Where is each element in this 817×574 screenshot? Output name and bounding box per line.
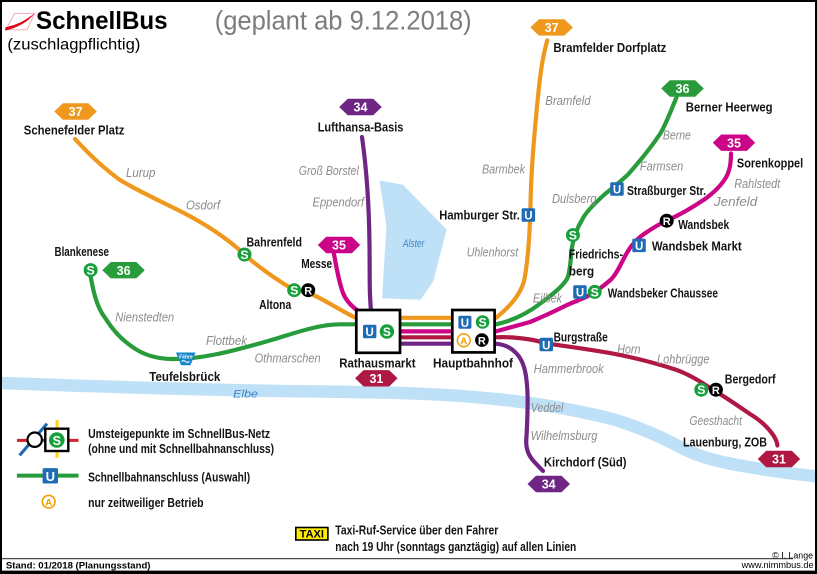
svg-text:Osdorf: Osdorf: [186, 199, 221, 213]
svg-text:S: S: [240, 248, 248, 262]
svg-text:(zuschlagpflichtig): (zuschlagpflichtig): [7, 37, 140, 54]
svg-text:Lohbrügge: Lohbrügge: [657, 352, 710, 366]
svg-text:A: A: [460, 336, 467, 347]
svg-text:Fähre: Fähre: [179, 355, 193, 361]
svg-text:Umsteigepunkte im SchnellBus-N: Umsteigepunkte im SchnellBus-Netz: [88, 427, 270, 441]
svg-text:Burgstraße: Burgstraße: [554, 331, 608, 345]
svg-text:R: R: [663, 216, 671, 228]
svg-text:Blankenese: Blankenese: [55, 245, 110, 259]
svg-text:SchnellBus: SchnellBus: [36, 7, 168, 35]
svg-text:Dulsberg: Dulsberg: [552, 192, 597, 206]
svg-text:34: 34: [542, 478, 556, 492]
svg-text:nur zeitweiliger Betrieb: nur zeitweiliger Betrieb: [88, 496, 204, 510]
svg-text:Schenefelder Platz: Schenefelder Platz: [24, 124, 125, 138]
svg-text:Rathausmarkt: Rathausmarkt: [339, 356, 416, 370]
svg-text:Hammerbrook: Hammerbrook: [534, 362, 604, 376]
svg-text:Eppendorf: Eppendorf: [313, 195, 366, 209]
svg-text:Sorenkoppel: Sorenkoppel: [737, 157, 803, 171]
svg-text:S: S: [290, 284, 298, 298]
svg-text:Rahlstedt: Rahlstedt: [734, 177, 780, 191]
svg-text:S: S: [697, 383, 705, 397]
svg-text:U: U: [46, 469, 55, 484]
svg-text:Flottbek: Flottbek: [206, 334, 248, 348]
svg-text:nach 19 Uhr (sonntags ganztägi: nach 19 Uhr (sonntags ganztägig) auf all…: [335, 540, 576, 554]
svg-text:Kirchdorf (Süd): Kirchdorf (Süd): [544, 455, 627, 469]
svg-text:Teufelsbrück: Teufelsbrück: [149, 370, 220, 384]
svg-text:A: A: [45, 497, 52, 508]
svg-text:Farmsen: Farmsen: [640, 159, 683, 173]
svg-text:36: 36: [117, 264, 131, 278]
svg-text:Horn: Horn: [617, 342, 640, 356]
svg-text:37: 37: [545, 21, 559, 35]
svg-text:31: 31: [772, 453, 786, 467]
svg-text:35: 35: [332, 239, 346, 253]
svg-text:Wandsbek: Wandsbek: [678, 218, 729, 232]
svg-text:Hamburger Str.: Hamburger Str.: [439, 209, 520, 223]
svg-text:Groß Borstel: Groß Borstel: [299, 164, 360, 178]
svg-text:Geesthacht: Geesthacht: [690, 414, 743, 428]
svg-text:Schnellbahnanschluss (Auswahl): Schnellbahnanschluss (Auswahl): [88, 470, 250, 484]
svg-text:Bahrenfeld: Bahrenfeld: [247, 235, 303, 249]
svg-text:(geplant ab 9.12.2018): (geplant ab 9.12.2018): [215, 6, 472, 36]
svg-text:Berne: Berne: [663, 129, 691, 143]
svg-text:Bramfeld: Bramfeld: [545, 94, 591, 108]
svg-text:Nienstedten: Nienstedten: [115, 311, 174, 325]
svg-text:R: R: [478, 335, 486, 347]
svg-text:S: S: [569, 229, 577, 243]
svg-text:Straßburger Str.: Straßburger Str.: [627, 184, 706, 198]
svg-text:37: 37: [69, 105, 83, 119]
svg-text:Elbe: Elbe: [233, 389, 258, 401]
svg-text:R: R: [304, 286, 312, 298]
svg-text:U: U: [366, 327, 374, 339]
svg-text:Hauptbahnhof: Hauptbahnhof: [433, 356, 514, 370]
svg-text:U: U: [635, 241, 643, 253]
svg-text:Lauenburg, ZOB: Lauenburg, ZOB: [683, 435, 767, 449]
svg-text:Veddel: Veddel: [531, 401, 565, 415]
svg-text:Bergedorf: Bergedorf: [725, 372, 777, 386]
svg-text:Wandsbeker Chaussee: Wandsbeker Chaussee: [608, 287, 718, 301]
svg-text:Barmbek: Barmbek: [482, 163, 526, 177]
svg-text:Lufthansa-Basis: Lufthansa-Basis: [318, 120, 404, 134]
svg-text:berg: berg: [569, 265, 594, 279]
svg-text:U: U: [613, 185, 621, 197]
svg-text:U: U: [542, 340, 550, 352]
svg-text:Messe: Messe: [301, 257, 332, 271]
svg-text:Altona: Altona: [259, 298, 292, 312]
svg-text:Eilbek: Eilbek: [533, 292, 563, 306]
svg-text:U: U: [576, 288, 584, 300]
svg-text:Stand: 01/2018 (Planungsstand): Stand: 01/2018 (Planungsstand): [6, 561, 151, 572]
svg-text:Othmarschen: Othmarschen: [255, 352, 321, 366]
svg-text:Friedrichs-: Friedrichs-: [569, 248, 623, 262]
svg-text:S: S: [478, 315, 486, 329]
svg-text:31: 31: [369, 372, 383, 386]
svg-text:U: U: [461, 318, 469, 330]
svg-text:S: S: [591, 285, 599, 299]
svg-text:S: S: [383, 325, 391, 339]
svg-text:Uhlenhorst: Uhlenhorst: [467, 246, 519, 260]
svg-text:35: 35: [727, 136, 741, 150]
svg-text:www.nimmbus.de: www.nimmbus.de: [741, 560, 814, 570]
svg-text:Wandsbek Markt: Wandsbek Markt: [652, 239, 743, 253]
svg-text:S: S: [86, 264, 94, 278]
svg-text:36: 36: [676, 82, 690, 96]
svg-text:R: R: [712, 385, 720, 397]
svg-text:Wilhelmsburg: Wilhelmsburg: [531, 429, 598, 443]
svg-text:Lurup: Lurup: [126, 166, 155, 180]
svg-text:(ohne und mit Schnellbahnansch: (ohne und mit Schnellbahnanschluss): [88, 442, 274, 456]
svg-text:Berner Heerweg: Berner Heerweg: [686, 101, 773, 115]
svg-text:U: U: [524, 211, 532, 223]
svg-text:© I. Lange: © I. Lange: [772, 550, 813, 560]
svg-text:34: 34: [354, 101, 368, 115]
svg-text:Alster: Alster: [402, 238, 425, 250]
svg-text:TAXI: TAXI: [300, 529, 324, 541]
svg-text:Jenfeld: Jenfeld: [713, 195, 759, 209]
svg-text:S: S: [53, 434, 61, 448]
svg-text:Taxi-Ruf-Service über den Fahr: Taxi-Ruf-Service über den Fahrer: [335, 524, 498, 538]
svg-text:Bramfelder Dorfplatz: Bramfelder Dorfplatz: [553, 41, 666, 55]
